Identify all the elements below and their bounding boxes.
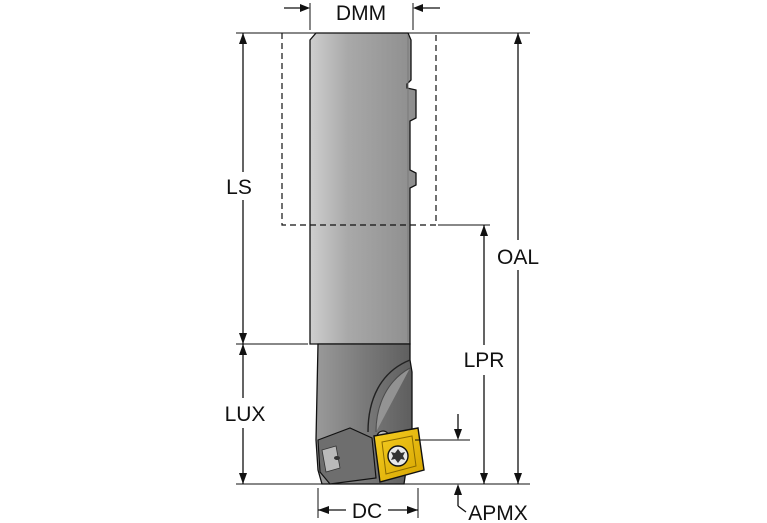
dim-apmx: APMX — [454, 414, 528, 523]
clamping-outline — [281, 33, 437, 226]
torx-icon — [391, 449, 405, 463]
dim-dmm: DMM — [284, 2, 440, 25]
flute-edge — [367, 359, 411, 433]
dim-ls: LS — [226, 33, 252, 344]
label-lux: LUX — [225, 403, 266, 426]
dim-lux: LUX — [225, 344, 266, 484]
tool-shank — [309, 32, 417, 345]
label-dmm: DMM — [336, 2, 386, 25]
label-oal: OAL — [497, 246, 539, 269]
extension-lines — [236, 3, 530, 518]
label-lpr: LPR — [464, 349, 505, 372]
dim-oal: OAL — [497, 33, 539, 484]
dim-lpr: LPR — [464, 225, 505, 484]
label-apmx: APMX — [468, 502, 528, 523]
cutting-insert — [373, 427, 425, 483]
dim-dc: DC — [318, 500, 418, 523]
label-dc: DC — [352, 500, 382, 523]
label-ls: LS — [226, 176, 252, 199]
